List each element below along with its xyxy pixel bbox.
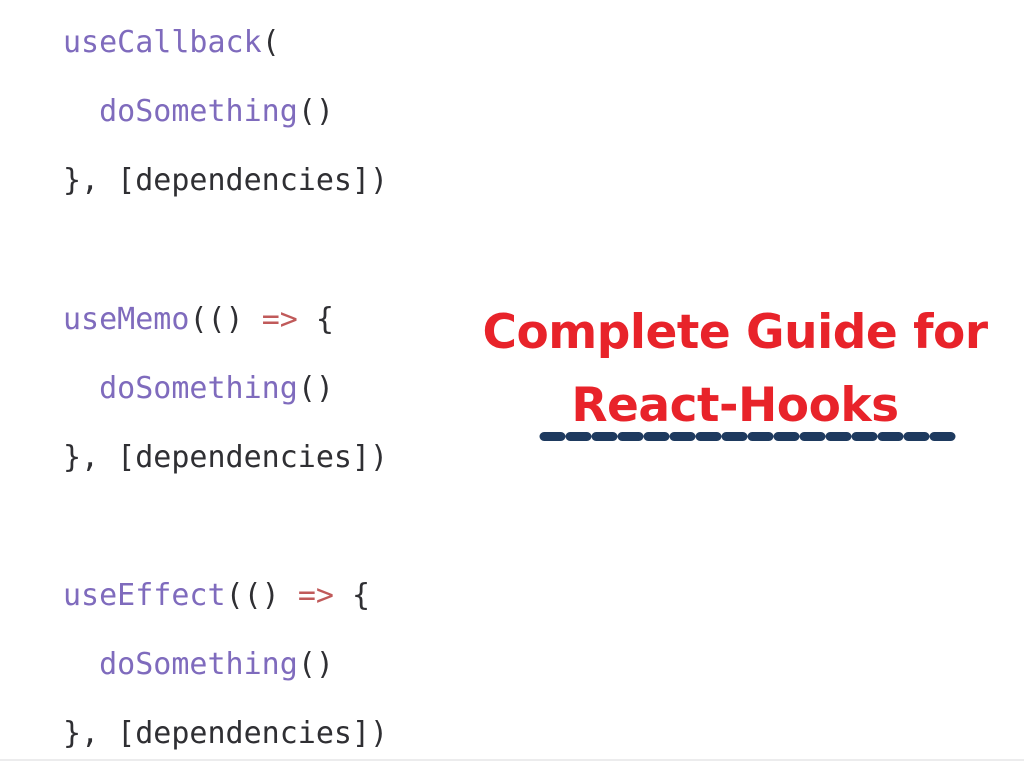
- code-block-useeffect: useEffect(() => { doSomething() }, [depen…: [63, 561, 388, 768]
- code-token-arrow: =>: [261, 302, 298, 337]
- code-token-punct: (): [297, 647, 334, 682]
- title-line-2: React-Hooks: [571, 378, 899, 433]
- code-line: }, [dependencies]): [63, 699, 388, 768]
- code-token-punct: }, [dependencies]): [63, 440, 389, 475]
- title-line-1: Complete Guide for: [482, 305, 988, 360]
- code-token-punct: ((): [225, 578, 298, 613]
- title-column: Complete Guide for React-Hooks: [480, 0, 1024, 768]
- title-dashed-underline: [539, 432, 962, 441]
- code-token-punct: (: [261, 25, 280, 60]
- code-token-fn: useEffect: [63, 578, 226, 613]
- code-block-usememo: useMemo(() => { doSomething() }, [depende…: [63, 285, 388, 492]
- code-token-punct: }, [dependencies]): [63, 716, 389, 751]
- code-line: }, [dependencies]): [63, 423, 388, 492]
- code-token-ident: doSomething: [63, 94, 298, 129]
- code-token-fn: useCallback: [63, 25, 262, 60]
- code-token-punct: (): [297, 371, 334, 406]
- code-token-ident: doSomething: [63, 647, 298, 682]
- code-token-ident: doSomething: [63, 371, 298, 406]
- code-line: useCallback(: [63, 8, 388, 77]
- slide-title: Complete Guide for React-Hooks: [480, 296, 990, 442]
- code-token-punct: }, [dependencies]): [63, 163, 389, 198]
- code-token-punct: (): [297, 94, 334, 129]
- dashed-line-icon: [539, 432, 962, 441]
- code-line: doSomething(): [63, 354, 388, 423]
- code-token-fn: useMemo: [63, 302, 190, 337]
- code-sample-column: useCallback( doSomething()}, [dependenci…: [63, 8, 388, 768]
- code-line: }, [dependencies]): [63, 146, 388, 215]
- code-line: useEffect(() => {: [63, 561, 388, 630]
- code-token-arrow: =>: [297, 578, 334, 613]
- code-line: doSomething(): [63, 630, 388, 699]
- code-block-usecallback: useCallback( doSomething() }, [dependenci…: [63, 8, 388, 215]
- code-token-punct: ((): [189, 302, 262, 337]
- code-token-punct: {: [297, 302, 334, 337]
- code-line: useMemo(() => {: [63, 285, 388, 354]
- code-line: doSomething(): [63, 77, 388, 146]
- bottom-hairline: [0, 759, 1024, 761]
- code-token-punct: {: [333, 578, 371, 613]
